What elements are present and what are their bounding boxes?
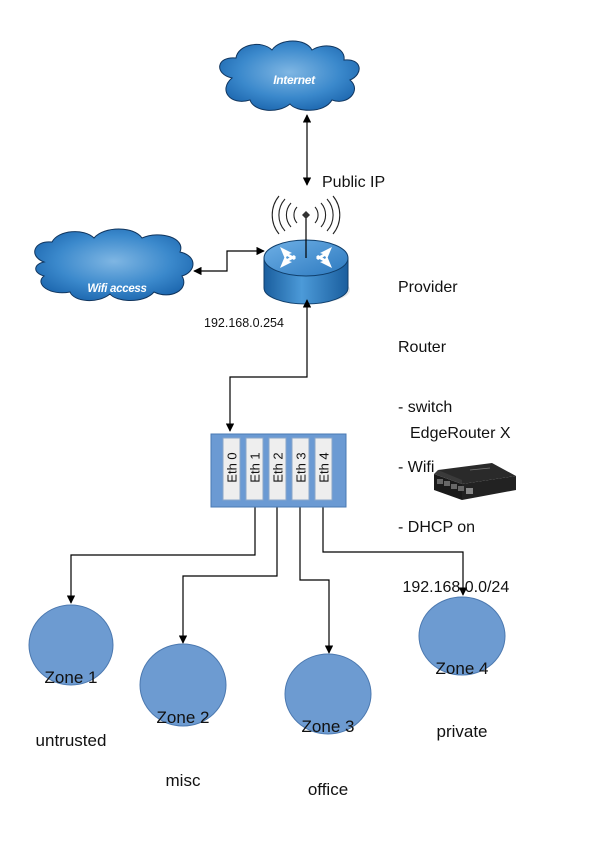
- provider-router-icon: [263, 195, 350, 305]
- zone-4-node: [418, 596, 506, 676]
- zone-3-desc: office: [307, 780, 349, 799]
- zone-3-label: Zone 3 office: [278, 674, 378, 821]
- port-eth0: [222, 437, 241, 501]
- zone-3-name: Zone 3: [301, 717, 355, 736]
- eth4-zone4-link: [318, 499, 468, 596]
- wifi-cloud-label-line2: 192.168.0.0/24: [80, 328, 154, 340]
- port-eth4: [314, 437, 333, 501]
- eth3-zone3-link: [295, 499, 334, 654]
- connectors: [66, 114, 468, 654]
- zone-4-label: Zone 4 private: [412, 616, 512, 763]
- internet-cloud-label: Internet: [273, 73, 315, 87]
- provider-desc-line: Provider: [398, 279, 458, 296]
- zone-1-label: Zone 1 untrusted: [21, 625, 121, 772]
- zone-3-node: [284, 653, 372, 735]
- port-label-eth1: Eth 1: [247, 452, 262, 483]
- zone-1-name: Zone 1: [44, 668, 98, 687]
- public-ip-label: Public IP: [322, 174, 386, 191]
- provider-desc-line: Router: [398, 339, 447, 356]
- provider-desc-line: 192.168.0.0/24: [398, 579, 510, 596]
- zone-1-desc: untrusted: [35, 731, 107, 750]
- internet-cloud: [219, 40, 360, 111]
- eth2-zone2-link: [178, 499, 282, 644]
- port-label-eth2: Eth 2: [270, 452, 285, 483]
- zone-1-node: [28, 604, 114, 686]
- wifi-cloud-label: Wifi access 192.168.0.0/24: [52, 252, 182, 357]
- provider-router-ip-label: 192.168.0.254: [204, 316, 284, 330]
- zone-2-label: Zone 2 misc: [133, 665, 233, 812]
- port-label-eth0: Eth 0: [224, 452, 239, 483]
- provider-desc-line: - Wifi: [398, 459, 435, 476]
- edgerouter-device-icon: [434, 463, 516, 500]
- edgerouter-title: EdgeRouter X: [410, 425, 511, 442]
- port-eth3: [291, 437, 310, 501]
- router-wifi-link: [193, 246, 265, 276]
- zone-4-desc: private: [436, 722, 488, 741]
- port-eth2: [268, 437, 287, 501]
- zone-4-name: Zone 4: [435, 659, 489, 678]
- zone-2-name: Zone 2: [156, 708, 210, 727]
- router-switch-link: [225, 299, 312, 432]
- port-label-eth4: Eth 4: [316, 452, 331, 483]
- port-eth1: [245, 437, 264, 501]
- wifi-cloud-label-line1: Wifi access: [87, 283, 147, 295]
- wifi-cloud: [34, 228, 194, 301]
- provider-router-description: Provider Router - switch - Wifi - DHCP o…: [398, 238, 509, 618]
- eth1-zone1-link: [66, 499, 260, 604]
- port-label-eth3: Eth 3: [293, 452, 308, 483]
- edgerouter-switch: [210, 433, 347, 508]
- provider-desc-line: - DHCP on: [398, 519, 476, 536]
- zone-2-node: [139, 643, 227, 727]
- provider-desc-line: - switch: [398, 399, 453, 416]
- zone-2-desc: misc: [165, 771, 201, 790]
